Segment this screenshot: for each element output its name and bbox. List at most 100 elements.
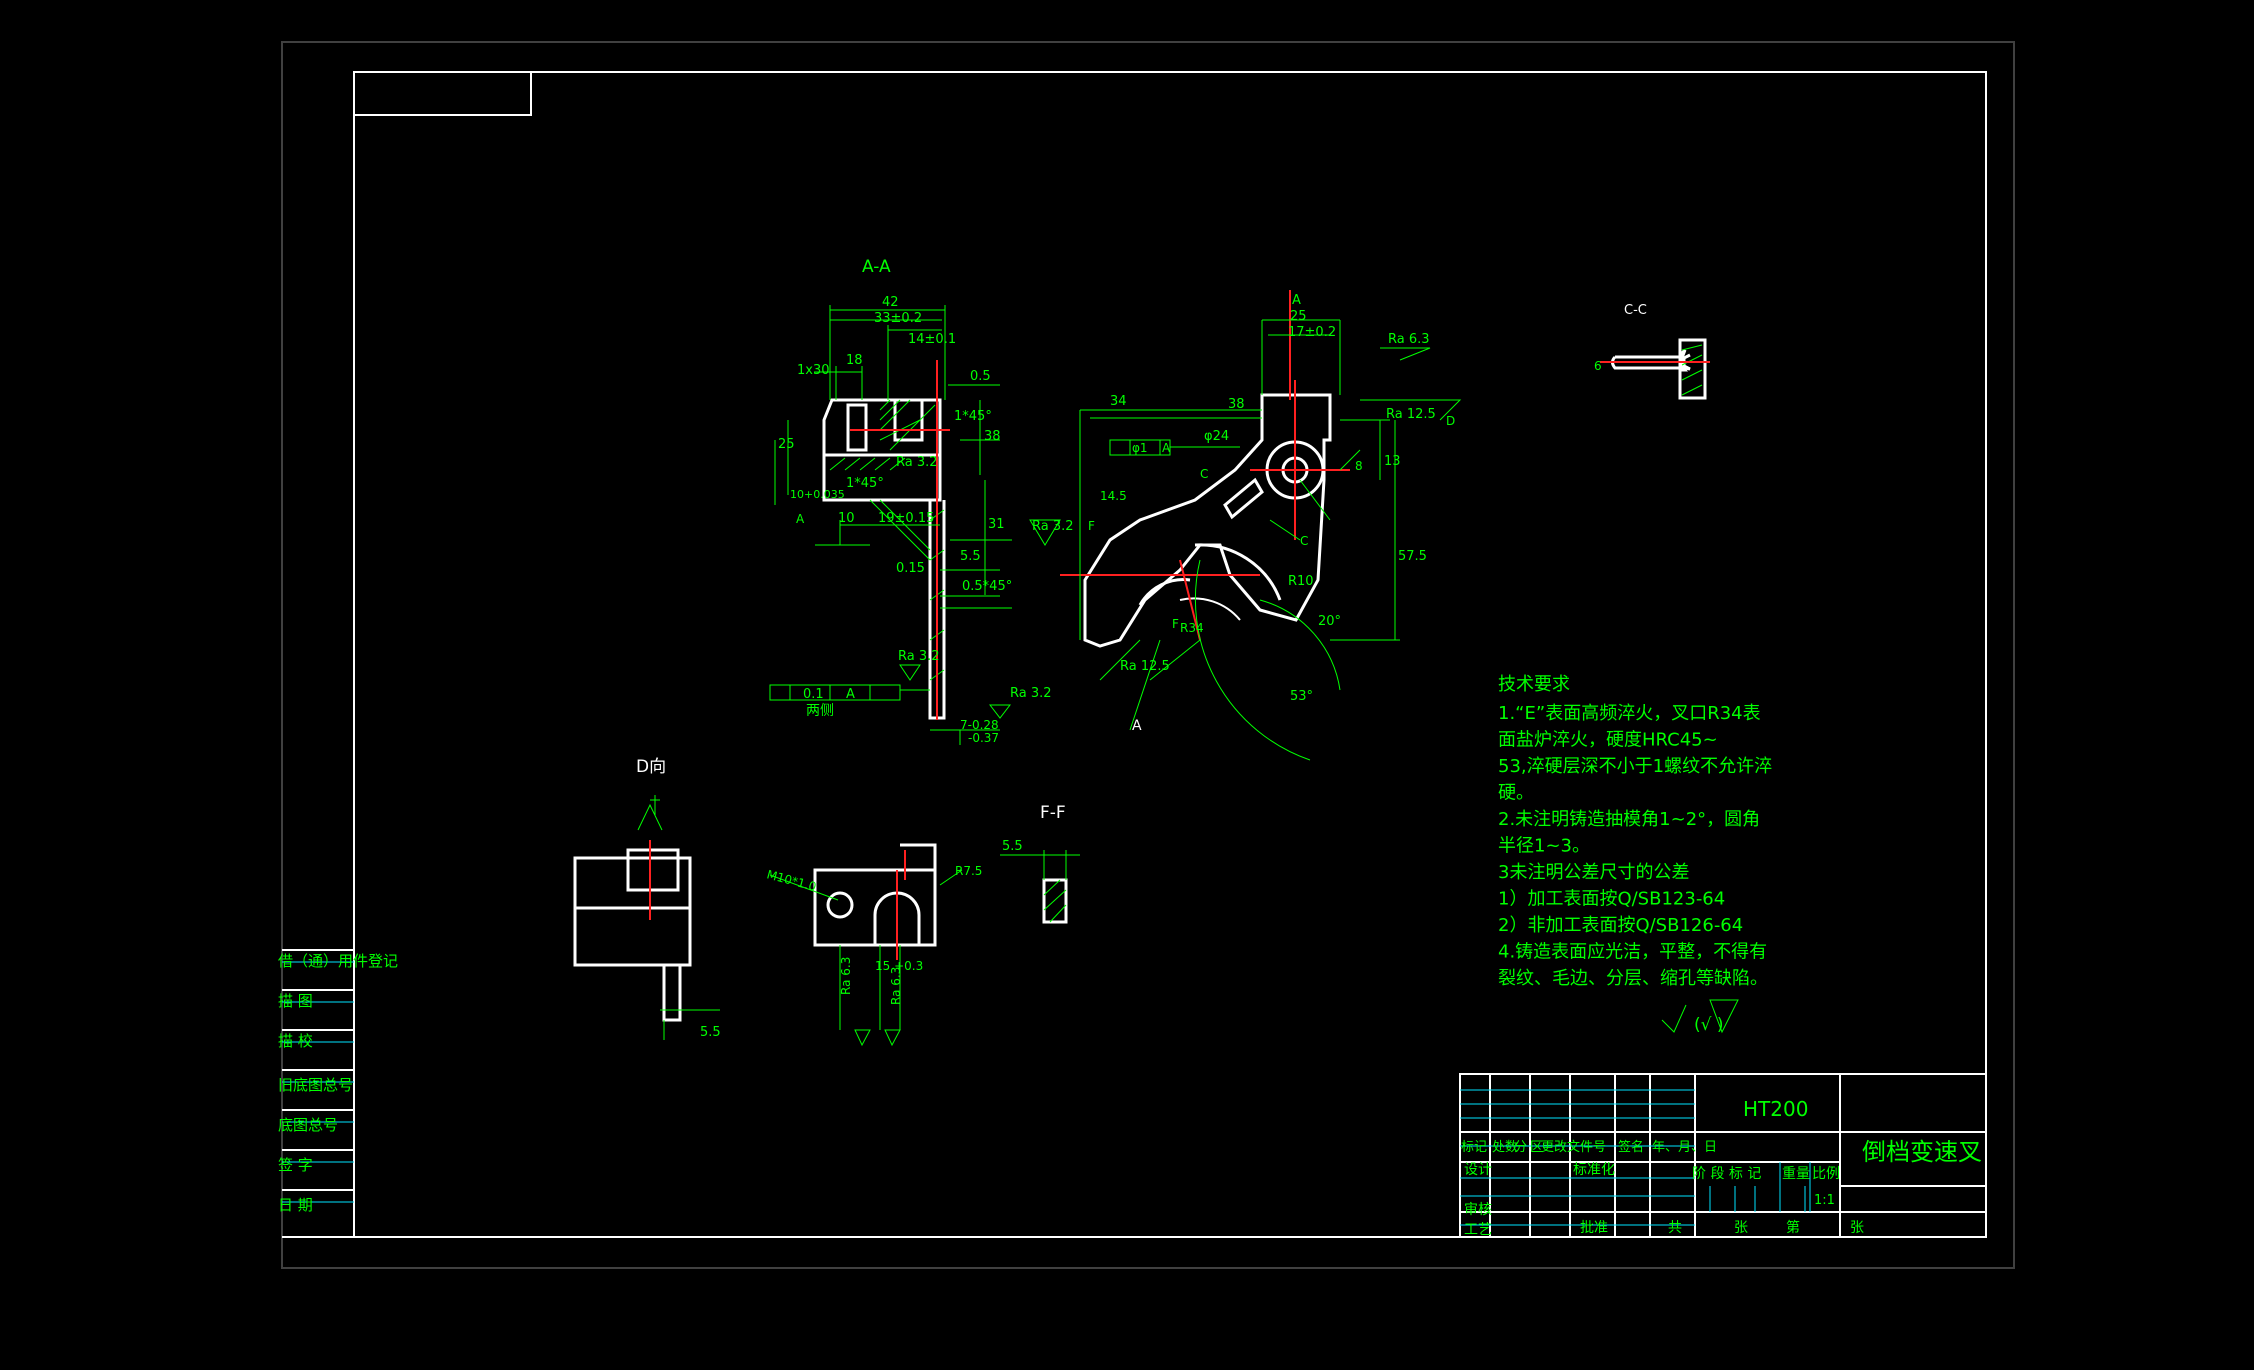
aa-dim-38: 38	[984, 429, 1001, 444]
title-total-label: 共	[1668, 1220, 1682, 1236]
main-view-marker-a: A	[1132, 718, 1142, 734]
title-header-cells: 标记处数分区更改文件号签名年、月、日	[1461, 1139, 1717, 1155]
title-approve-label: 批准	[1580, 1220, 1608, 1236]
title-sheet2-label: 张	[1850, 1220, 1864, 1236]
left-table-row-label: 旧底图总号	[278, 1076, 353, 1094]
left-table-row-label: 签 字	[278, 1156, 313, 1174]
title-stage-label: 阶 段 标 记	[1692, 1166, 1761, 1182]
aa-dim-31: 31	[988, 517, 1005, 532]
aa-dim-19: 19±0.15	[878, 511, 934, 526]
section-ff-label: F-F	[1040, 803, 1066, 823]
aa-dim-0-5: 0.5	[970, 369, 991, 384]
title-design-label: 设计	[1464, 1162, 1492, 1178]
aa-dim-1x30: 1x30	[797, 363, 830, 378]
notes-line: 4.铸造表面应光洁，平整，不得有	[1498, 942, 1767, 963]
main-dim-14-5: 14.5	[1100, 489, 1127, 503]
main-view-marker-a-top: A	[1292, 293, 1301, 308]
main-ra-6-3: Ra 6.3	[1388, 332, 1430, 347]
main-dim-r34: R34	[1180, 621, 1204, 635]
title-header-cell: 签名	[1618, 1139, 1644, 1155]
aa-dim-25: 25	[778, 437, 795, 452]
main-dim-25: 25	[1290, 309, 1307, 324]
title-header-cell: 分	[1514, 1140, 1527, 1155]
notes-line: 53,淬硬层深不小于1螺纹不允许淬	[1498, 756, 1772, 777]
aa-ra-3-2d: Ra 3.2	[1010, 686, 1052, 701]
main-view-marker-f2: F	[1172, 617, 1179, 631]
left-table-row-label: 日 期	[278, 1196, 313, 1214]
left-table-row-label: 描 校	[278, 1032, 313, 1050]
ff-left-ra-6-3b: Ra 6.3	[889, 967, 903, 1005]
section-cc-label: C-C	[1624, 303, 1647, 318]
main-dim-17: 17±0.2	[1288, 325, 1336, 340]
aa-ra-3-2b: Ra 3.2	[1032, 519, 1074, 534]
aa-dim-7a: 7-0.28	[960, 718, 999, 732]
notes-roughness-symbol: (√ )	[1694, 1015, 1724, 1035]
ff-left-dim-m10: M10*1.0	[765, 867, 818, 894]
title-standardize-label: 标准化	[1573, 1162, 1615, 1178]
main-dim-57-5: 57.5	[1398, 549, 1427, 564]
notes-title: 技术要求	[1498, 674, 1570, 695]
section-ff-view: F-F 5.5	[1000, 803, 1080, 924]
main-dim-38: 38	[1228, 397, 1245, 412]
title-header-cell: 区	[1530, 1140, 1543, 1155]
notes-line: 3未注明公差尺寸的公差	[1498, 862, 1689, 883]
section-cc-view: C-C 6	[1594, 303, 1710, 400]
main-view-marker-d: D	[1446, 414, 1455, 428]
title-header-cell: 年、月、日	[1652, 1140, 1717, 1155]
section-aa-label: A-A	[862, 257, 891, 277]
notes-line: 1）加工表面按Q/SB123-64	[1498, 889, 1725, 910]
aa-dim-1x45b: 1*45°	[846, 476, 884, 491]
title-process-label: 工艺	[1464, 1222, 1492, 1238]
title-scale-label: 比例	[1812, 1166, 1840, 1182]
main-dim-phi24: φ24	[1204, 429, 1229, 444]
aa-datum-a: A	[796, 512, 805, 526]
notes-line: 2.未注明铸造抽模角1~2°，圆角	[1498, 809, 1760, 830]
title-page-label: 第	[1786, 1219, 1800, 1236]
aa-tolerance-value: 0.1	[803, 687, 824, 702]
aa-dim-0-15: 0.15	[896, 561, 925, 576]
notes-line: 2）非加工表面按Q/SB126-64	[1498, 915, 1743, 936]
title-block: HT200 倒档变速叉 1:1 标记处数分区更改文件号签名年、月、日 设计 标准…	[1459, 1073, 1987, 1238]
aa-dim-7b: -0.37	[968, 731, 999, 745]
title-scale-value: 1:1	[1814, 1193, 1835, 1208]
main-tolerance-datum: A	[1162, 441, 1171, 455]
notes-line: 面盐炉淬火，硬度HRC45~	[1498, 730, 1718, 751]
title-material: HT200	[1743, 1097, 1808, 1121]
aa-dim-33: 33±0.2	[874, 311, 922, 326]
main-dim-53deg: 53°	[1290, 689, 1313, 704]
aa-dim-5-5: 5.5	[960, 549, 981, 564]
aa-dim-0-5x45: 0.5*45°	[962, 579, 1012, 594]
view-d: D向 5.5	[573, 757, 721, 1040]
drawing-border	[353, 71, 1987, 1238]
ff-left-dim-15: 15 +0.3	[875, 959, 923, 973]
main-view-marker-c1: C	[1200, 467, 1208, 481]
main-dim-34: 34	[1110, 394, 1127, 409]
aa-two-sides-note: 两侧	[806, 703, 834, 719]
aa-dim-42: 42	[882, 295, 899, 310]
sheet-outline	[281, 41, 2015, 1269]
aa-dim-14: 14±0.1	[908, 332, 956, 347]
title-header-cell: 更改文件号	[1541, 1140, 1606, 1155]
aa-ra-3-2a: Ra 3.2	[896, 455, 938, 470]
aa-ra-3-2c: Ra 3.2	[898, 649, 940, 664]
notes-line: 半径1~3。	[1498, 836, 1590, 857]
left-table-row-label: 描 图	[278, 992, 313, 1010]
main-dim-20deg: 20°	[1318, 614, 1341, 629]
title-weight-label: 重量	[1782, 1166, 1810, 1182]
aa-dim-1x45a: 1*45°	[954, 409, 992, 424]
view-d-label: D向	[636, 757, 666, 777]
notes-line: 裂纹、毛边、分层、缩孔等缺陷。	[1498, 968, 1768, 989]
notes-line: 1.“E”表面高频淬火，叉口R34表	[1498, 703, 1761, 724]
aa-dim-18: 18	[846, 353, 863, 368]
d-view-dim-5-5: 5.5	[700, 1025, 721, 1040]
main-view-marker-f1: F	[1088, 519, 1095, 533]
main-view-marker-c2: C	[1300, 534, 1308, 548]
title-part-name: 倒档变速叉	[1862, 1138, 1982, 1166]
notes-line: 硬。	[1498, 783, 1534, 804]
aa-tolerance-datum: A	[846, 687, 855, 702]
